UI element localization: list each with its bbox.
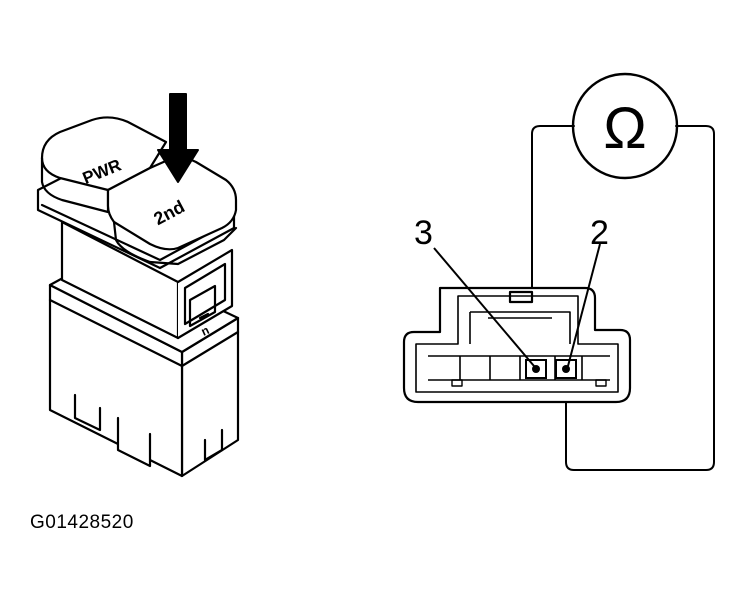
pin-3-leader: [433, 247, 535, 367]
pin-label-2: 2: [590, 214, 609, 252]
pin-2-leader: [567, 243, 601, 367]
ohmmeter-icon: [571, 72, 679, 180]
figure-id: G01428520: [30, 512, 134, 533]
terminal-3-dot: [532, 365, 540, 373]
switch-button-pwr: [40, 116, 168, 192]
switch-bottom-tab-left: [73, 393, 102, 432]
ohm-symbol: Ω: [603, 96, 646, 161]
switch-illustration: n: [36, 93, 240, 478]
meter-lead-right: [565, 125, 715, 471]
pin-label-3: 3: [414, 214, 433, 252]
switch-bottom-tab-mid: [116, 416, 152, 468]
press-arrow-icon: [157, 93, 199, 183]
connector-latch: [508, 290, 534, 304]
meter-lead-left: [531, 125, 575, 371]
switch-bottom-tab-right: [203, 428, 224, 462]
terminal-2-dot: [562, 365, 570, 373]
ohmmeter-circuit: [531, 72, 715, 471]
